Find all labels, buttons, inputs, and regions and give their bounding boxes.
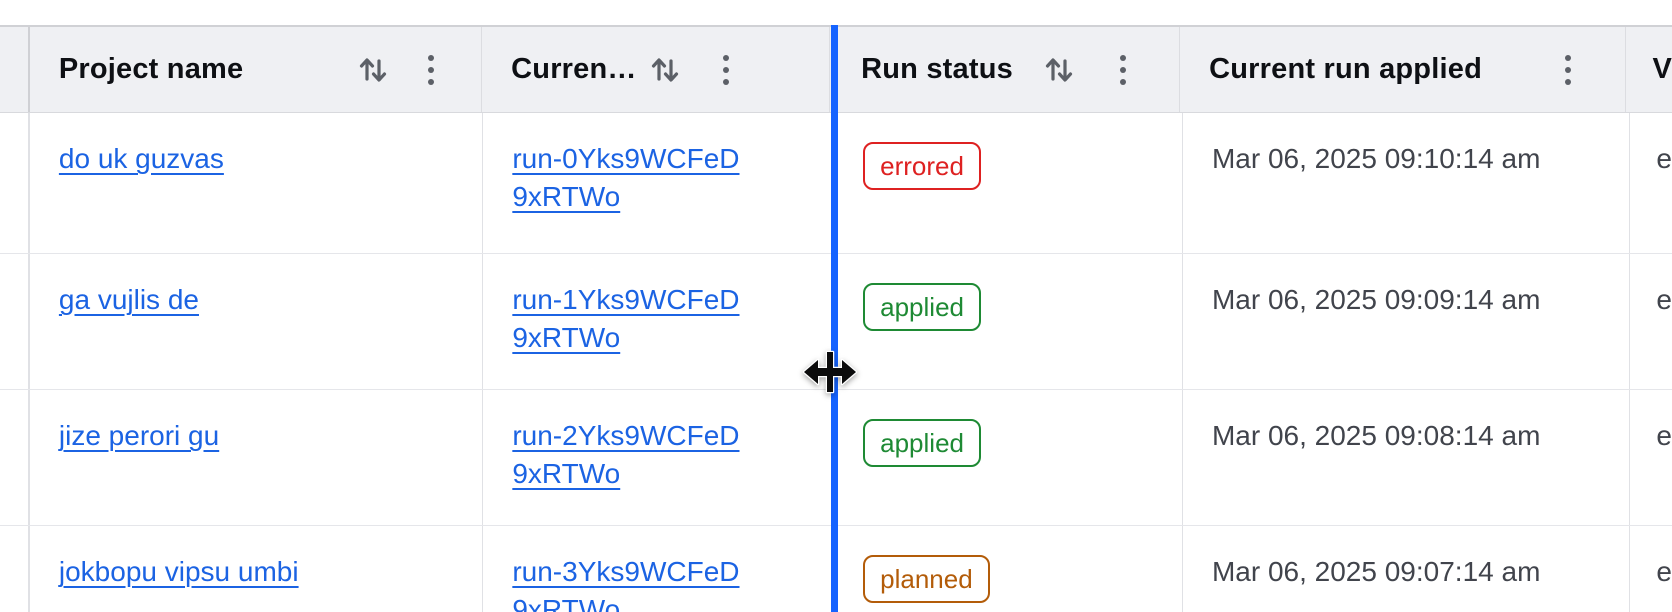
clipped-cell-text: e xyxy=(1656,143,1672,174)
cell-project-name: ga vujlis de xyxy=(30,254,484,389)
cell-current-run: run-3Yks9WCFeD9xRTWo xyxy=(483,526,833,612)
column-label-clipped: V xyxy=(1652,53,1672,85)
run-status-badge: applied xyxy=(863,283,981,331)
cell-clipped: e xyxy=(1630,254,1672,389)
cell-current-run: run-1Yks9WCFeD9xRTWo xyxy=(483,254,833,389)
col-resize-cursor-icon xyxy=(802,350,858,394)
row-gutter-cell xyxy=(0,254,30,389)
applied-timestamp: Mar 06, 2025 09:10:14 am xyxy=(1211,143,1541,174)
sort-button-project-name[interactable] xyxy=(350,47,396,93)
kebab-icon xyxy=(427,54,434,85)
cell-current-run: run-0Yks9WCFeD9xRTWo xyxy=(483,113,833,253)
sort-arrows-icon xyxy=(652,57,679,82)
column-menu-project-name[interactable] xyxy=(408,47,454,93)
kebab-icon xyxy=(1565,54,1572,85)
clipped-cell-text: e xyxy=(1656,556,1672,587)
project-link[interactable]: jize perori gu xyxy=(58,420,220,451)
cell-project-name: jize perori gu xyxy=(30,390,484,525)
run-link[interactable]: run-0Yks9WCFeD9xRTWo xyxy=(512,143,740,212)
project-link[interactable]: do uk guzvas xyxy=(58,143,224,174)
applied-timestamp: Mar 06, 2025 09:08:14 am xyxy=(1211,420,1541,451)
cell-clipped: e xyxy=(1630,113,1672,253)
header-cell-current-run-applied: Current run applied xyxy=(1180,27,1627,112)
cell-current-run-applied: Mar 06, 2025 09:07:14 am xyxy=(1183,526,1631,612)
header-cell-project-name: Project name xyxy=(30,27,483,112)
project-link[interactable]: jokbopu vipsu umbi xyxy=(58,556,299,587)
column-menu-current-run[interactable] xyxy=(703,47,749,93)
cell-run-status: planned xyxy=(832,526,1183,612)
sort-button-run-status[interactable] xyxy=(1036,47,1082,93)
cell-clipped: e xyxy=(1630,526,1672,612)
column-label-current-run-applied: Current run applied xyxy=(1209,53,1482,85)
sort-arrows-icon xyxy=(1046,57,1073,82)
column-menu-current-run-applied[interactable] xyxy=(1545,47,1591,93)
top-whitespace xyxy=(0,0,1672,25)
cell-clipped: e xyxy=(1630,390,1672,525)
column-resize-indicator[interactable] xyxy=(831,25,838,612)
run-link[interactable]: run-2Yks9WCFeD9xRTWo xyxy=(512,420,740,489)
clipped-cell-text: e xyxy=(1656,420,1672,451)
header-cell-clipped: V xyxy=(1626,27,1672,112)
cell-current-run-applied: Mar 06, 2025 09:09:14 am xyxy=(1183,254,1631,389)
table-row: ga vujlis de run-1Yks9WCFeD9xRTWo applie… xyxy=(0,254,1672,390)
header-gutter-cell xyxy=(0,27,30,112)
kebab-icon xyxy=(1120,54,1127,85)
column-label-project-name: Project name xyxy=(58,53,244,85)
cell-project-name: jokbopu vipsu umbi xyxy=(30,526,484,612)
column-label-run-status: Run status xyxy=(861,53,1013,85)
run-link[interactable]: run-3Yks9WCFeD9xRTWo xyxy=(512,556,740,612)
project-link[interactable]: ga vujlis de xyxy=(58,284,199,315)
cell-run-status: errored xyxy=(832,113,1183,253)
header-cell-run-status: Run status xyxy=(830,27,1181,112)
column-label-current-run: Curren… xyxy=(511,53,637,85)
row-gutter-cell xyxy=(0,113,30,253)
run-link[interactable]: run-1Yks9WCFeD9xRTWo xyxy=(512,284,740,353)
kebab-icon xyxy=(723,54,730,85)
cell-current-run-applied: Mar 06, 2025 09:10:14 am xyxy=(1183,113,1631,253)
header-cell-current-run: Curren… xyxy=(482,27,831,112)
row-gutter-cell xyxy=(0,390,30,525)
run-status-badge: errored xyxy=(863,142,981,190)
applied-timestamp: Mar 06, 2025 09:07:14 am xyxy=(1211,556,1541,587)
cell-project-name: do uk guzvas xyxy=(30,113,484,253)
cell-current-run-applied: Mar 06, 2025 09:08:14 am xyxy=(1183,390,1631,525)
cell-run-status: applied xyxy=(832,254,1183,389)
applied-timestamp: Mar 06, 2025 09:09:14 am xyxy=(1211,284,1541,315)
row-gutter-cell xyxy=(0,526,30,612)
clipped-cell-text: e xyxy=(1656,284,1672,315)
sort-button-current-run[interactable] xyxy=(642,47,688,93)
run-status-badge: applied xyxy=(863,419,981,467)
cell-current-run: run-2Yks9WCFeD9xRTWo xyxy=(483,390,833,525)
run-status-badge: planned xyxy=(863,555,990,603)
column-menu-run-status[interactable] xyxy=(1100,47,1146,93)
cell-run-status: applied xyxy=(832,390,1183,525)
sort-arrows-icon xyxy=(359,57,386,82)
